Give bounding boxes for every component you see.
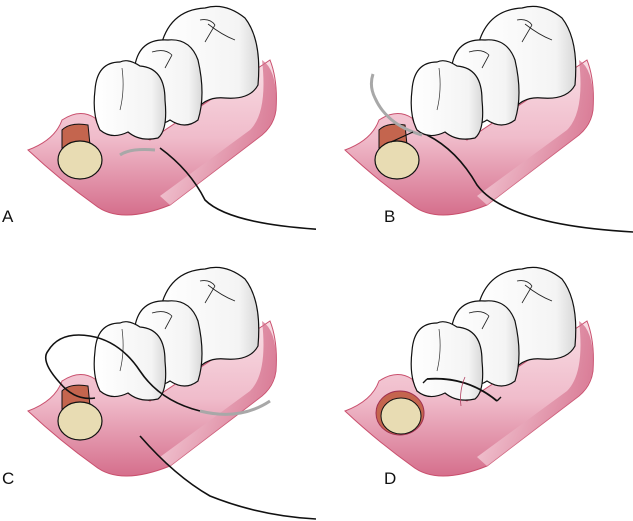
panel-b: B [317, 0, 633, 260]
jaw-illustration-a [27, 5, 316, 230]
panel-label: D [384, 469, 397, 488]
panel-a: A [0, 0, 316, 260]
panel-label: C [2, 469, 15, 488]
needle-icon [199, 399, 271, 416]
panel-d: D [317, 261, 633, 521]
needle-icon [119, 148, 156, 157]
jaw-illustration-c [27, 266, 316, 520]
panel-label: A [2, 207, 14, 226]
jaw-illustration-d [344, 266, 595, 477]
suture-thread [139, 435, 316, 520]
jaw-illustration-b [344, 5, 633, 233]
needle-icon [369, 73, 423, 137]
panel-label: B [384, 207, 396, 226]
suture-thread [426, 134, 633, 233]
tied-suture [426, 377, 498, 402]
suture-thread [159, 147, 316, 230]
suture-loop [44, 334, 201, 412]
panel-c: C [0, 261, 316, 521]
